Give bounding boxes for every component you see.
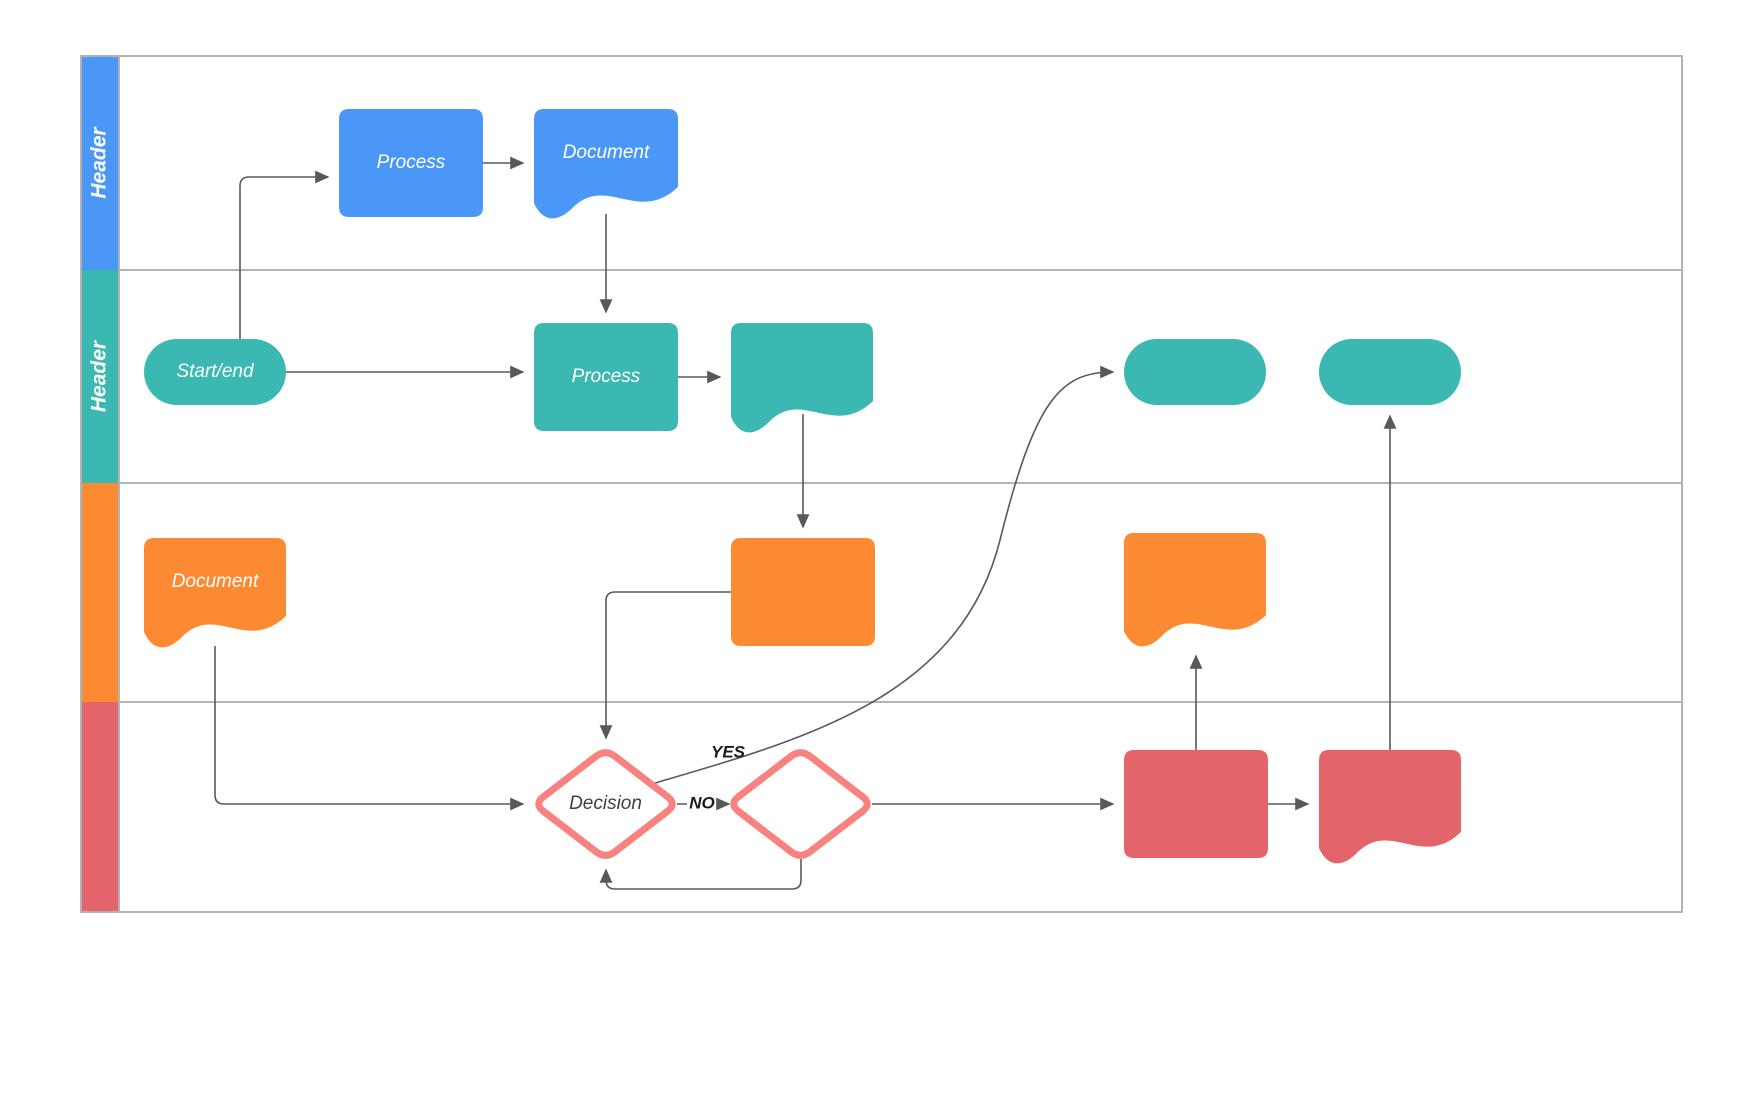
shape-label: Document xyxy=(172,571,259,592)
shape-teal-startend[interactable]: Start/end xyxy=(144,339,286,405)
shape-label: Process xyxy=(572,366,641,387)
shape-orange-process[interactable] xyxy=(731,538,875,646)
shape-label: Document xyxy=(563,142,650,163)
shape-blue-document[interactable]: Document xyxy=(534,109,678,219)
decision-shape xyxy=(730,749,871,859)
lane-color-band xyxy=(81,702,119,912)
shape-red-document[interactable] xyxy=(1319,750,1461,864)
shape-teal-startend-2[interactable] xyxy=(1124,339,1266,405)
conn-decision-yes-to-teal-startend-2[interactable] xyxy=(651,365,1115,785)
document-shape xyxy=(1124,533,1266,647)
lane-label: Header xyxy=(88,126,111,199)
connectors-group xyxy=(214,156,1397,890)
startend-shape xyxy=(1319,339,1461,405)
shape-orange-document-2[interactable] xyxy=(1124,533,1266,647)
decision-shape xyxy=(535,749,676,859)
shape-red-decision-2[interactable] xyxy=(730,749,871,859)
document-shape xyxy=(1319,750,1461,864)
shape-orange-document[interactable]: Document xyxy=(144,538,286,648)
startend-shape xyxy=(1124,339,1266,405)
process-shape xyxy=(731,538,875,646)
shape-red-process[interactable] xyxy=(1124,750,1268,858)
document-shape xyxy=(144,538,286,648)
diagram-frame xyxy=(80,55,1683,913)
edge-labels-group: YES NO xyxy=(689,742,745,812)
shape-red-decision[interactable]: Decision xyxy=(535,749,676,859)
lane-color-band xyxy=(81,56,119,270)
conn-startend-to-blue-process[interactable] xyxy=(239,170,330,339)
process-shape xyxy=(1124,750,1268,858)
edge-label-no: NO xyxy=(689,793,715,812)
shape-label: Decision xyxy=(569,793,642,814)
shape-label: Process xyxy=(377,152,446,173)
lane-color-band xyxy=(81,270,119,483)
lane-color-band xyxy=(81,483,119,702)
conn-orange-document-to-decision[interactable] xyxy=(214,646,525,811)
edge-label-yes: YES xyxy=(711,742,746,761)
document-shape xyxy=(534,109,678,219)
process-shape xyxy=(534,323,678,431)
shape-teal-startend-3[interactable] xyxy=(1319,339,1461,405)
shape-teal-process[interactable]: Process xyxy=(534,323,678,431)
lane-label: Header xyxy=(88,339,111,412)
conn-decision-2-loopback-to-decision[interactable] xyxy=(599,859,802,890)
shape-teal-document[interactable] xyxy=(731,323,873,433)
lane-body xyxy=(118,482,1683,703)
shape-blue-process[interactable]: Process xyxy=(339,109,483,217)
startend-shape xyxy=(144,339,286,405)
document-shape xyxy=(731,323,873,433)
process-shape xyxy=(339,109,483,217)
swimlane-lane-blue[interactable]: Header xyxy=(81,55,1683,271)
shape-label: Start/end xyxy=(176,361,255,382)
swimlane-lane-orange[interactable] xyxy=(81,482,1683,703)
conn-orange-process-to-decision[interactable] xyxy=(599,591,731,740)
